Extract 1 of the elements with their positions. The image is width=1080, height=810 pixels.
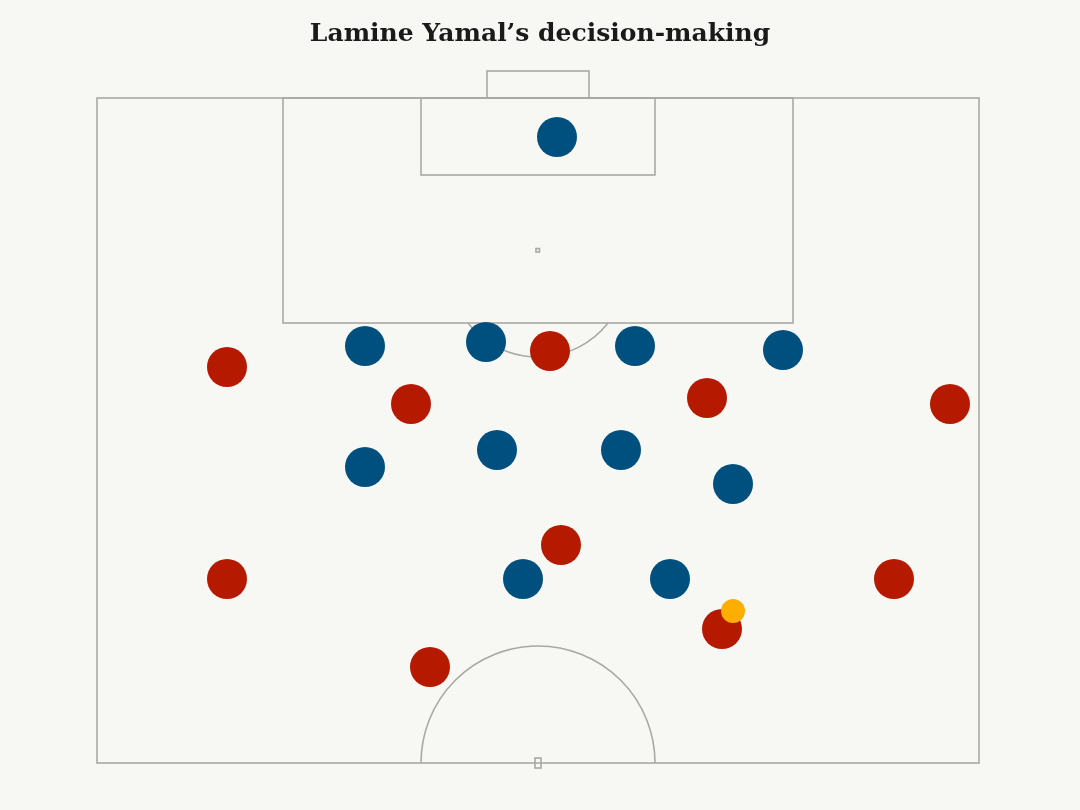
title: Lamine Yamal’s decision-making bbox=[309, 18, 771, 47]
